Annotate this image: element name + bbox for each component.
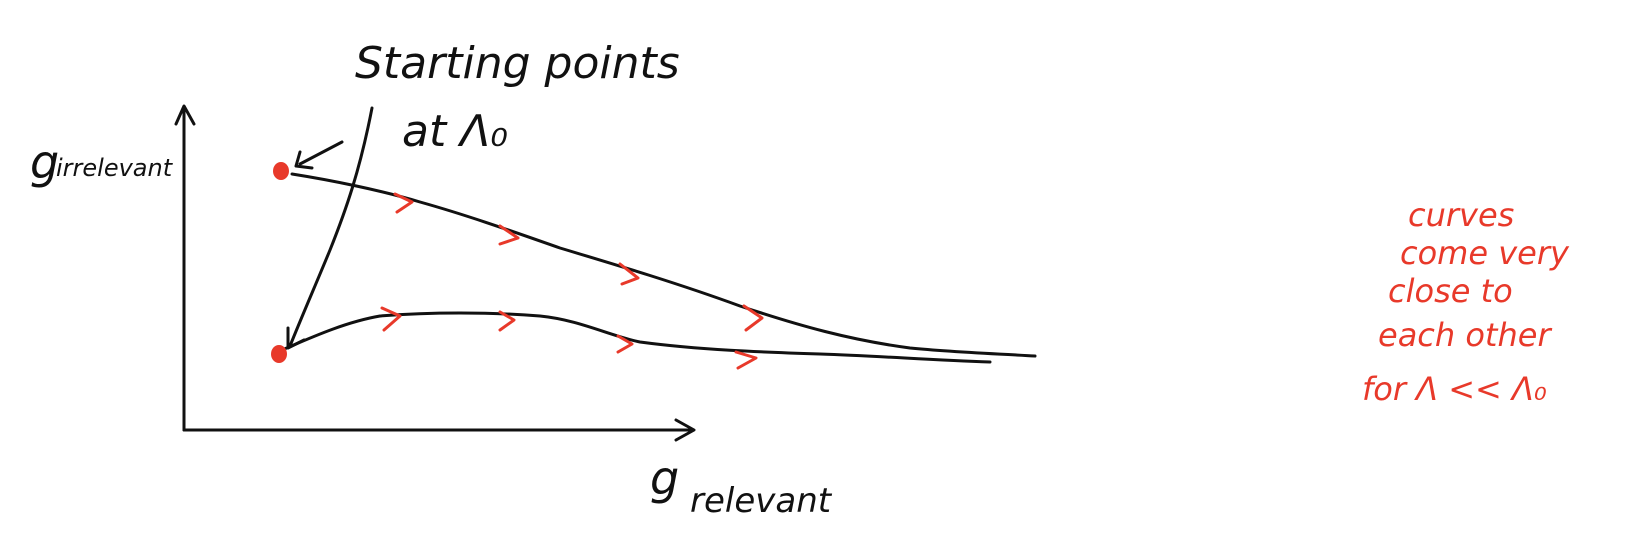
- note-line3: close to: [1388, 272, 1513, 310]
- annotation-arrows: [286, 106, 374, 350]
- arrow-to-upper-start: [298, 140, 344, 166]
- x-axis-label-main: g: [650, 451, 679, 505]
- chevron-right-icon: [393, 192, 414, 214]
- y-axis-arrowhead: [174, 104, 196, 126]
- lower-flow-curve: [280, 311, 992, 364]
- starting-points-text-line2: at Λ₀: [402, 106, 508, 157]
- chevron-right-icon: [734, 350, 758, 370]
- lower-start-point-dot: [271, 345, 287, 363]
- starting-points-text-line1: Starting points: [355, 38, 680, 89]
- x-axis-label-sub: relevant: [690, 481, 833, 521]
- y-axis-label-sub: irrelevant: [56, 154, 174, 182]
- y-axis-label-main: g: [30, 135, 59, 189]
- note-line2: come very: [1400, 234, 1570, 272]
- note-line5: for Λ << Λ₀: [1362, 370, 1547, 408]
- starting-points: [271, 162, 289, 363]
- note-line1: curves: [1408, 196, 1514, 234]
- chevron-right-icon: [618, 262, 640, 286]
- upper-start-point-dot: [273, 162, 289, 180]
- red-note: curves come very close to each other for…: [1362, 196, 1570, 408]
- starting-points-annotation: Starting points at Λ₀: [355, 38, 680, 157]
- arrow-to-lower-start: [288, 106, 374, 348]
- arrow-to-upper-start-head: [294, 150, 314, 170]
- x-axis-arrowhead: [674, 418, 696, 442]
- chevron-right-icon: [616, 334, 634, 354]
- y-axis-label: g irrelevant: [30, 135, 174, 189]
- flow-direction-markers: [380, 192, 764, 370]
- x-axis-label: g relevant: [650, 451, 833, 521]
- chevron-right-icon: [742, 304, 764, 332]
- chevron-right-icon: [498, 224, 520, 246]
- flow-curves: [280, 172, 1037, 364]
- upper-flow-curve: [290, 172, 1037, 358]
- chevron-right-icon: [498, 310, 516, 332]
- axes: [174, 104, 696, 442]
- chevron-right-icon: [380, 306, 402, 332]
- note-line4: each other: [1378, 316, 1552, 354]
